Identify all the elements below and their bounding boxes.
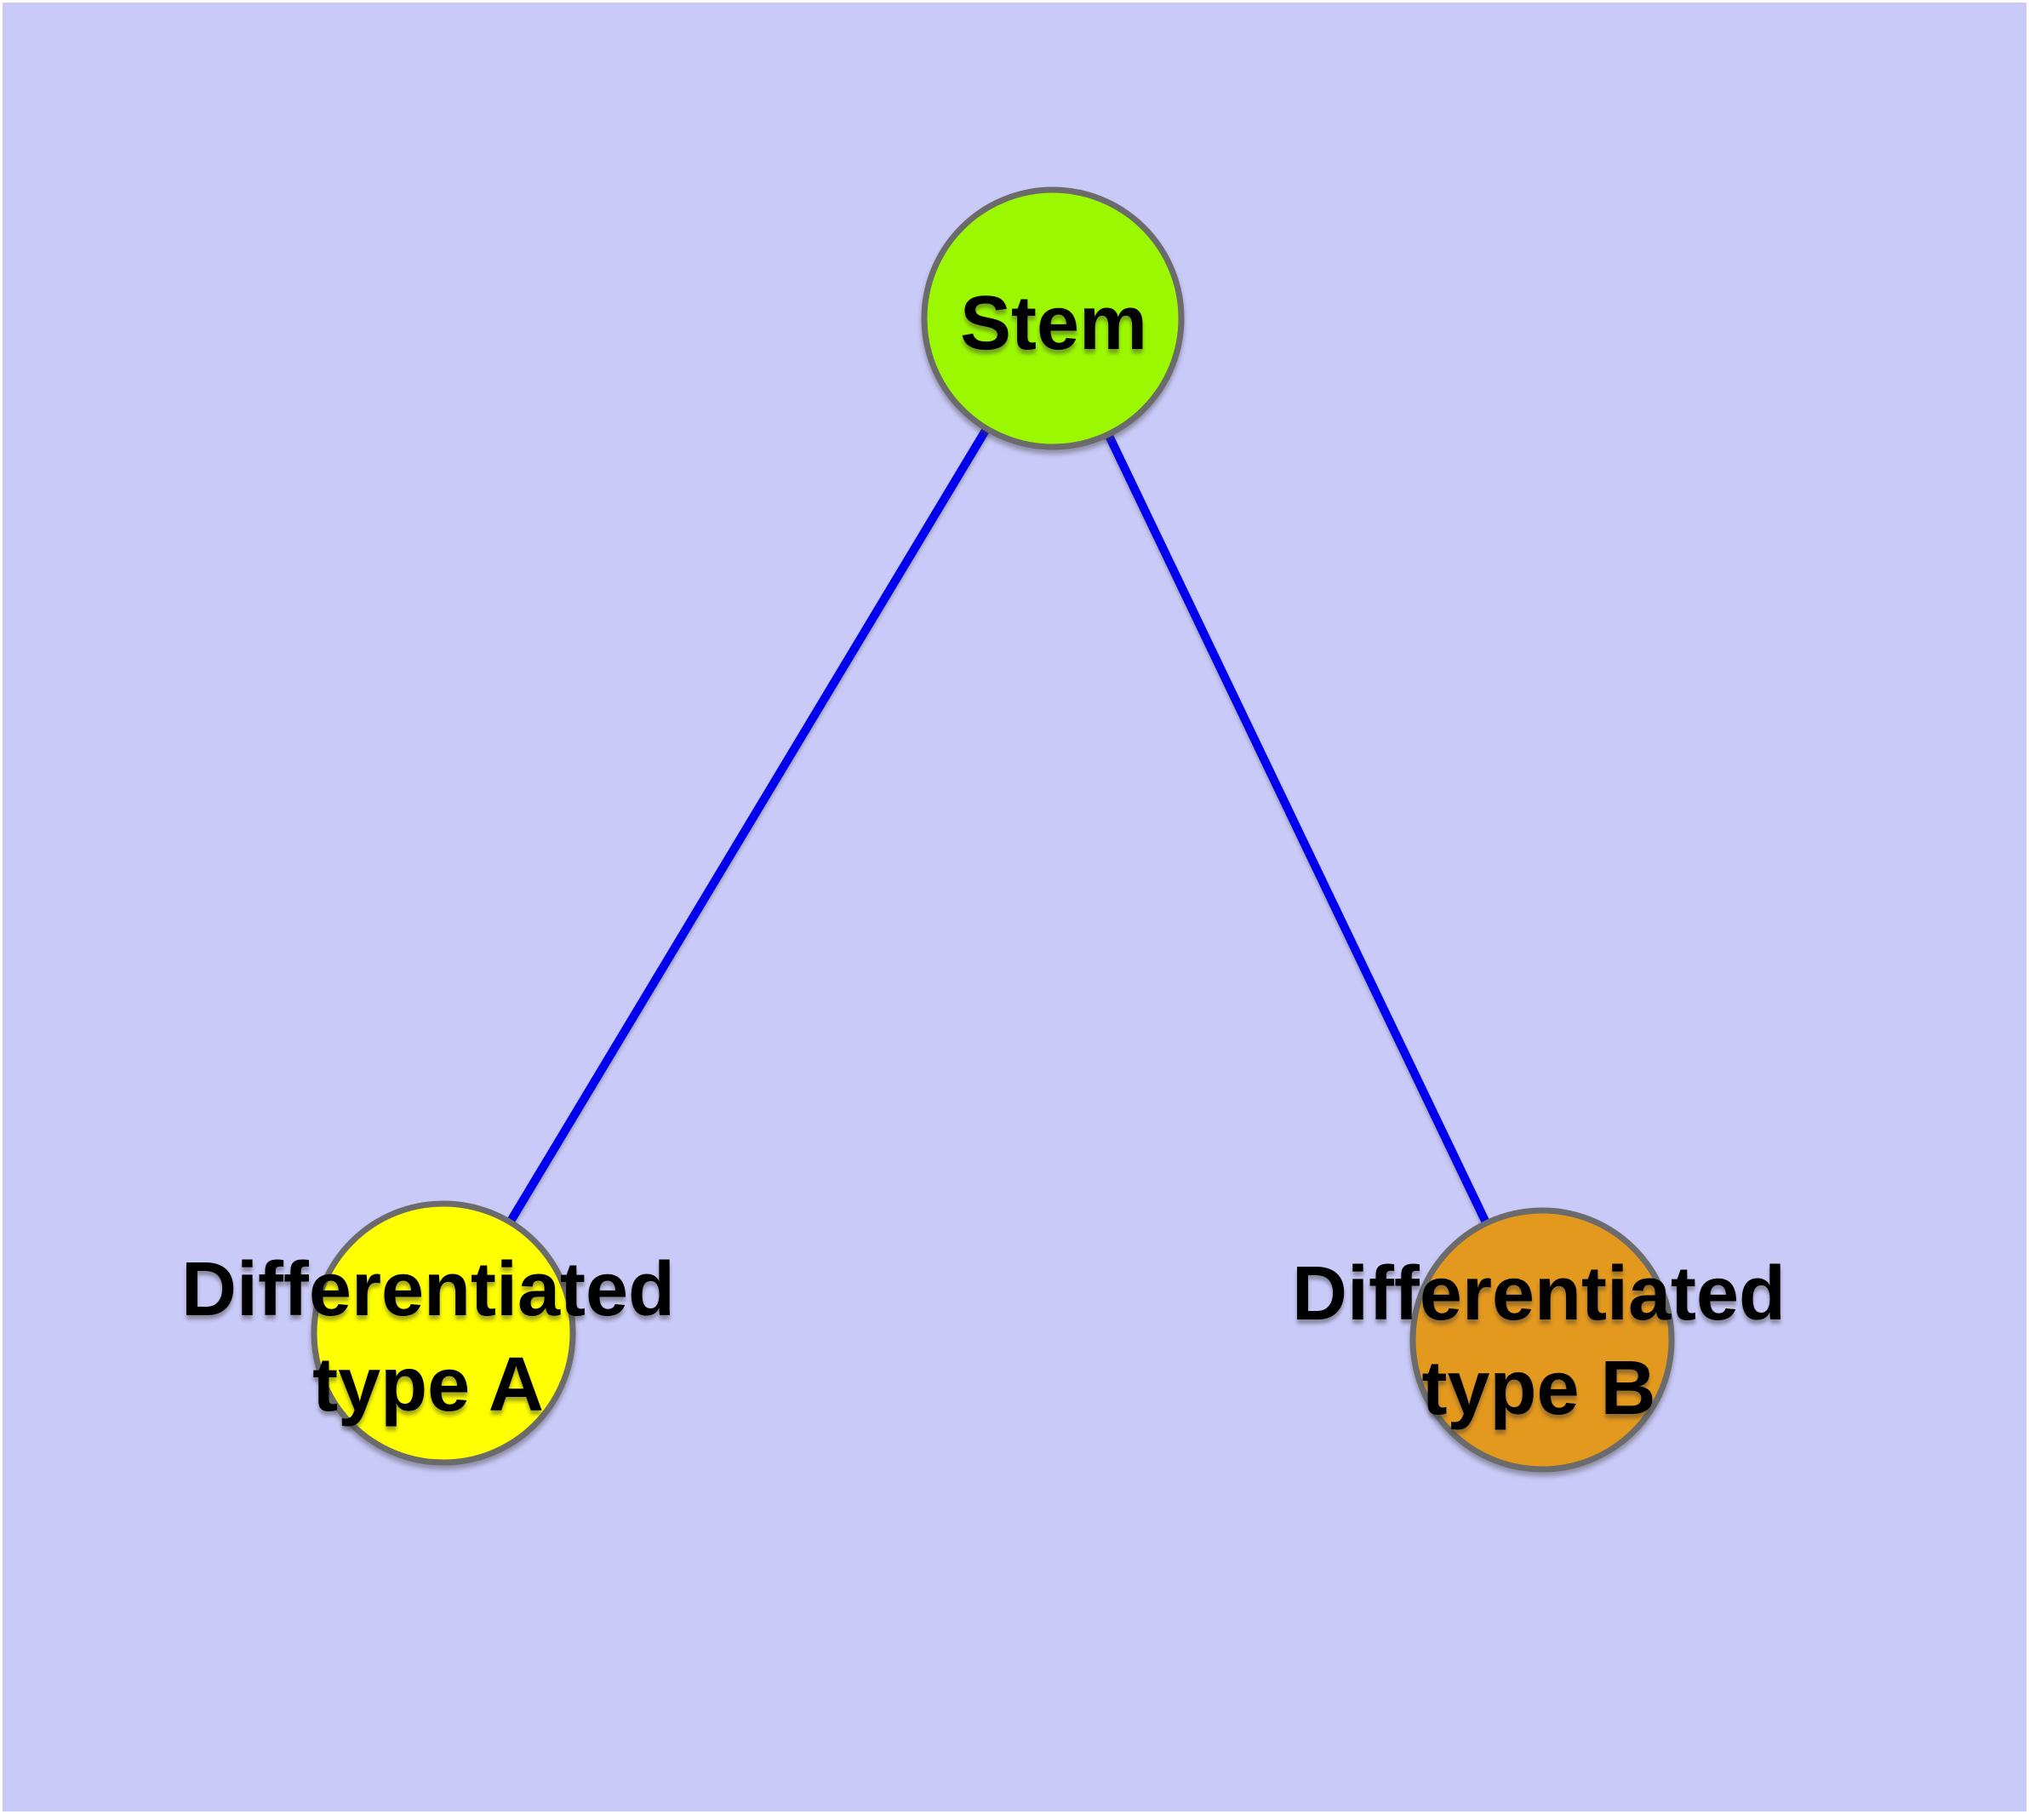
edge-stem-to-type-a — [439, 316, 1057, 1336]
node-stem-label: Stem — [960, 281, 1147, 366]
node-differentiated-type-a — [311, 1200, 576, 1466]
node-type-b-label-line2: type B — [1421, 1346, 1655, 1431]
node-differentiated-type-b — [1409, 1207, 1675, 1473]
node-type-b-label-line1: Differentiated — [1292, 1251, 1786, 1336]
node-stem — [921, 186, 1185, 450]
node-type-a-label-line2: type A — [312, 1342, 544, 1428]
edge-stem-to-type-b — [1049, 316, 1546, 1342]
node-type-a-label-line1: Differentiated — [181, 1247, 675, 1332]
